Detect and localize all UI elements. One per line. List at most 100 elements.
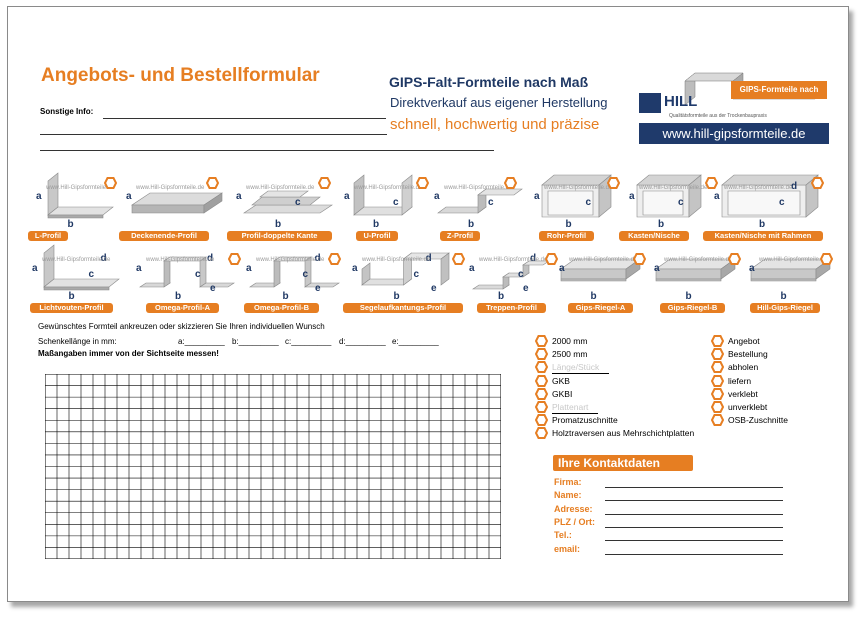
field-b[interactable]: b:_________ bbox=[232, 337, 279, 346]
option-checkbox-icon[interactable] bbox=[711, 387, 724, 400]
material-option[interactable]: Länge/Stück bbox=[535, 361, 610, 375]
material-option[interactable]: GKBI bbox=[535, 387, 572, 400]
profile-select-checkbox[interactable] bbox=[728, 253, 741, 265]
field-a[interactable]: a:_________ bbox=[178, 337, 225, 346]
material-option[interactable]: Plattenart bbox=[535, 401, 599, 414]
info-line-3[interactable] bbox=[40, 150, 494, 151]
option-checkbox-icon[interactable] bbox=[711, 374, 724, 387]
profile-drawing-2 bbox=[131, 192, 223, 214]
option-checkbox-icon[interactable] bbox=[711, 401, 724, 413]
option-checkbox-icon[interactable] bbox=[535, 427, 548, 440]
dimension-label: b bbox=[468, 219, 475, 230]
option-checkbox-icon[interactable] bbox=[711, 361, 724, 374]
info-line-1[interactable] bbox=[103, 118, 386, 119]
dimension-label: b bbox=[175, 291, 182, 302]
dimension-label: c bbox=[413, 269, 420, 280]
option-checkbox-icon[interactable] bbox=[535, 387, 548, 400]
option-checkbox-icon[interactable] bbox=[535, 374, 548, 387]
profile-select-checkbox[interactable] bbox=[318, 177, 331, 189]
profile-select-checkbox[interactable] bbox=[228, 253, 241, 265]
profile-select-checkbox[interactable] bbox=[328, 253, 341, 265]
field-c[interactable]: c:_________ bbox=[285, 337, 332, 346]
material-option[interactable]: 2000 mm bbox=[535, 335, 587, 347]
contact-field-input[interactable] bbox=[605, 487, 783, 488]
dimension-label: a bbox=[469, 263, 475, 274]
material-option[interactable]: Holztraversen aus Mehrschichtplatten bbox=[535, 427, 694, 440]
field-e[interactable]: e:_________ bbox=[392, 337, 439, 346]
option-checkbox-icon[interactable] bbox=[711, 414, 724, 427]
watermark-text: www.Hill-Gipsformteile.de bbox=[479, 257, 548, 263]
dimension-label: a bbox=[32, 263, 38, 274]
profile-select-checkbox[interactable] bbox=[504, 177, 517, 189]
profile-select-checkbox[interactable] bbox=[607, 177, 620, 189]
profile-select-checkbox[interactable] bbox=[452, 253, 465, 265]
profile-drawing-14 bbox=[560, 258, 641, 282]
field-d[interactable]: d:_________ bbox=[339, 337, 386, 346]
order-option[interactable]: unverklebt bbox=[711, 401, 767, 413]
dimension-label: e bbox=[315, 283, 321, 294]
order-option[interactable]: Bestellung bbox=[711, 348, 768, 361]
option-checkbox-icon[interactable] bbox=[535, 401, 548, 413]
hill-house-icon bbox=[639, 93, 661, 113]
order-option[interactable]: liefern bbox=[711, 374, 752, 387]
material-option[interactable]: 2500 mm bbox=[535, 348, 587, 361]
info-line-2[interactable] bbox=[40, 134, 387, 135]
logo-url[interactable]: www.hill-gipsformteile.de bbox=[639, 123, 829, 144]
contact-field-input[interactable] bbox=[605, 553, 783, 555]
watermark-text: www.Hill-Gipsformteile.de bbox=[246, 185, 315, 191]
option-checkbox-icon[interactable] bbox=[535, 414, 548, 427]
order-option[interactable]: Angebot bbox=[711, 335, 760, 347]
option-checkbox-icon[interactable] bbox=[711, 335, 724, 347]
option-checkbox-icon[interactable] bbox=[711, 348, 724, 361]
profile-select-checkbox[interactable] bbox=[820, 253, 833, 265]
contact-field-input[interactable] bbox=[605, 526, 783, 528]
dimension-label: e bbox=[431, 283, 437, 294]
profile-select-checkbox[interactable] bbox=[633, 253, 646, 265]
dimension-label: a bbox=[534, 191, 540, 202]
profile-select-checkbox[interactable] bbox=[811, 177, 824, 189]
contact-field-input[interactable] bbox=[605, 513, 783, 515]
profile-select-checkbox[interactable] bbox=[104, 177, 117, 189]
dimension-label: a bbox=[749, 263, 755, 274]
watermark-text: www.Hill-Gipsformteile.de bbox=[724, 185, 793, 191]
sketch-grid[interactable] bbox=[45, 374, 501, 559]
material-option[interactable]: GKB bbox=[535, 374, 570, 387]
order-option[interactable]: verklebt bbox=[711, 387, 758, 400]
profile-select-checkbox[interactable] bbox=[416, 177, 429, 189]
dimension-label: b bbox=[67, 219, 74, 230]
option-checkbox-icon[interactable] bbox=[535, 361, 548, 374]
dimension-label: e bbox=[523, 283, 529, 294]
profile-label: Treppen-Profil bbox=[477, 303, 546, 313]
dimension-label: a bbox=[654, 263, 660, 274]
profile-label: Gips-Riegel-A bbox=[568, 303, 633, 313]
profile-select-checkbox[interactable] bbox=[705, 177, 718, 189]
profile-select-checkbox[interactable] bbox=[545, 253, 558, 265]
option-label: liefern bbox=[728, 375, 752, 386]
option-checkbox-icon[interactable] bbox=[535, 348, 548, 361]
dimension-label: c bbox=[88, 269, 95, 280]
contact-field-input[interactable] bbox=[605, 540, 783, 542]
option-checkbox-icon[interactable] bbox=[535, 335, 548, 347]
order-option[interactable]: OSB-Zuschnitte bbox=[711, 414, 788, 427]
profile-select-checkbox[interactable] bbox=[206, 177, 219, 189]
material-option[interactable]: Promatzuschnitte bbox=[535, 414, 618, 427]
order-option[interactable]: abholen bbox=[711, 361, 758, 374]
contact-field-input[interactable] bbox=[605, 500, 783, 502]
dimension-label: c bbox=[678, 197, 684, 208]
